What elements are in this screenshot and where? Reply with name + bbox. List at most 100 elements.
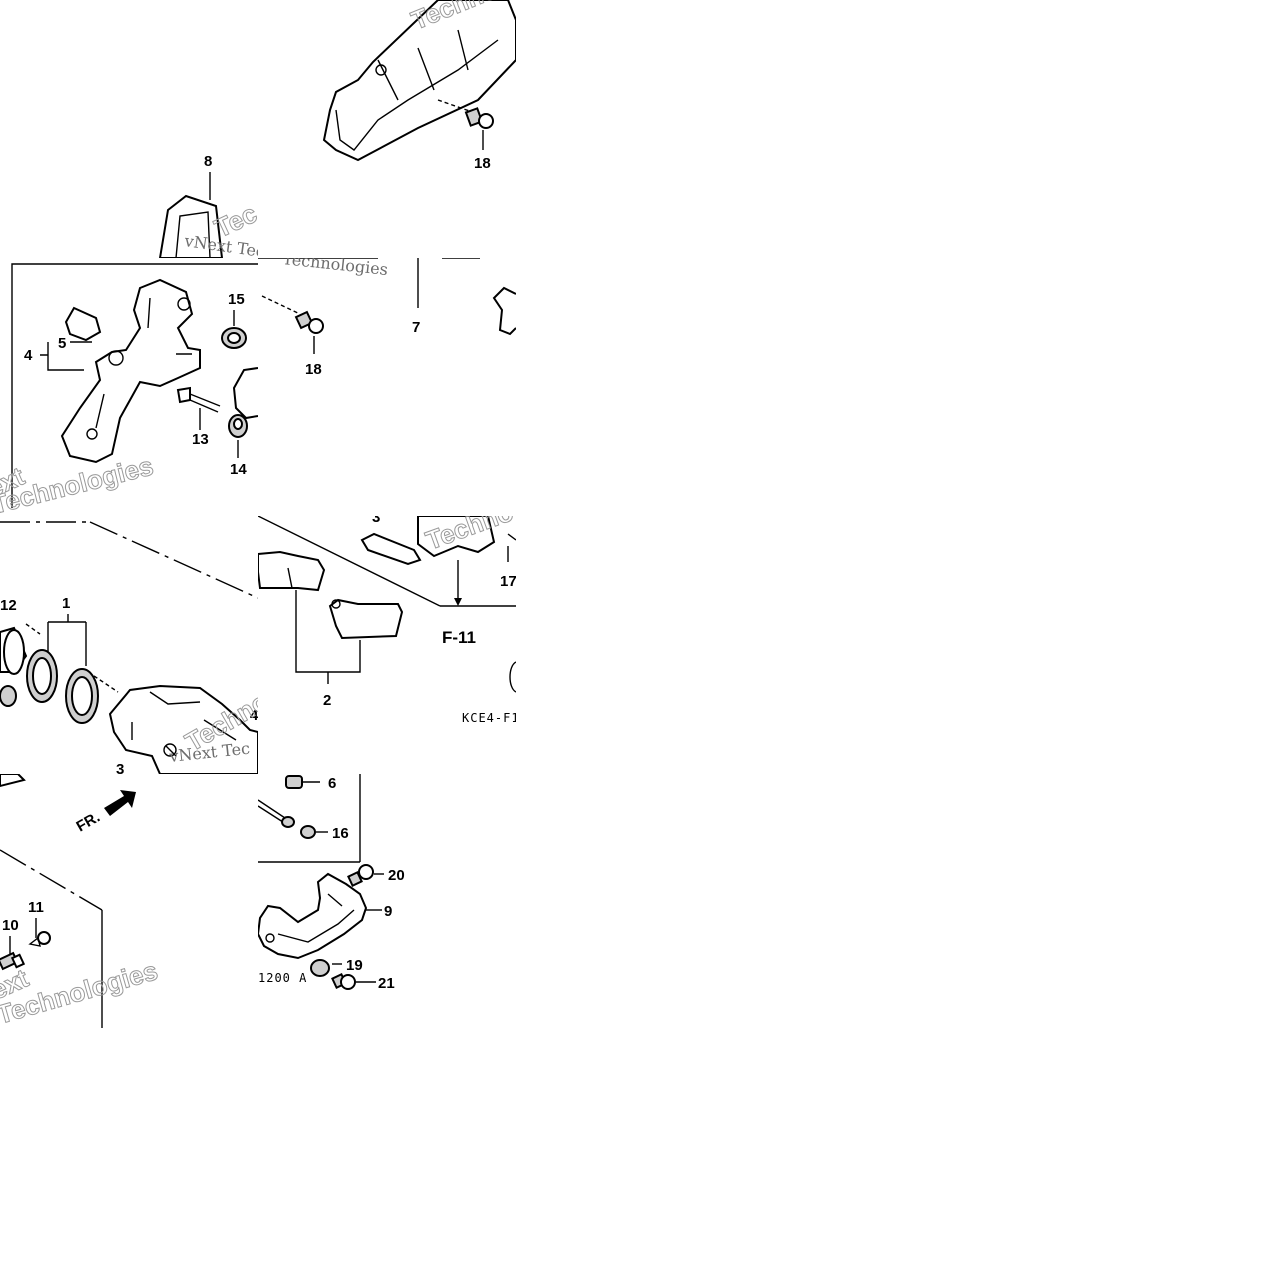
callout-12: 12 [0, 597, 17, 614]
caliper-guard-9-rib [277, 893, 355, 943]
callout-18b: 18 [305, 361, 322, 378]
watermark-w5: Technologies [0, 451, 156, 516]
front-arrow-icon [104, 790, 136, 816]
piston-axis-2 [93, 675, 119, 693]
callout-7: 7 [412, 319, 420, 336]
callout-9: 9 [384, 903, 392, 920]
caliper-body-hole [163, 743, 177, 757]
diagram-tile-bracket: 5 4 15 13 14 ext [0, 258, 258, 516]
hose-clamp-edge [492, 286, 516, 336]
brake-pad-2b [328, 598, 404, 640]
callout-4b: 4 [250, 707, 258, 724]
callout-18a: 18 [474, 155, 491, 172]
bolt-20 [347, 864, 374, 887]
collar-19 [310, 959, 330, 977]
frame-dash-diagonal [89, 521, 258, 599]
callout-2-bracket [295, 590, 361, 684]
callout-6: 6 [328, 775, 336, 792]
cover-rib [377, 29, 469, 101]
ref-label: F-11 [442, 628, 476, 647]
bracket-inner-rib [95, 297, 192, 429]
frame-border-bracket [11, 263, 258, 508]
bolt-18-top [464, 107, 494, 129]
caliper-guard-top [158, 194, 224, 258]
callout-20: 20 [388, 867, 405, 884]
seal-ring-1a-inner [32, 657, 52, 695]
diagram-tile-pads: 3 17 F-11 2 KCE4-F1 Techno [258, 516, 516, 774]
bracket-pivot-hole [108, 350, 124, 366]
cover-inner-edge [335, 39, 499, 151]
cover-bolt-hole [375, 64, 387, 76]
caliper-body-3 [108, 684, 258, 774]
diagram-tile-top: 18 Techno [258, 0, 516, 258]
diagram-tile-bleeder: FR. 10 11 ext Technologies [0, 774, 258, 1032]
bracket-pin-hole [177, 297, 191, 311]
callout-17-lead [507, 533, 516, 541]
front-direction-indicator: FR. [74, 790, 136, 836]
bracket-lower-hole [86, 428, 98, 440]
brake-pad-2a-split [287, 567, 293, 589]
callout-3a: 3 [116, 761, 124, 774]
callout-2: 2 [323, 692, 331, 709]
code-label-b: 1200 A [258, 971, 307, 985]
callout-17: 17 [500, 573, 516, 590]
diagram-tile-mid-right: 18 7 Technologies [258, 258, 516, 516]
piston-edge [232, 367, 258, 420]
diagram-tile-upper-left: 8 vNext Tec Tec [0, 0, 258, 258]
piston-axis-1 [25, 623, 41, 635]
callout-16: 16 [332, 825, 349, 842]
bolt-18b-leader [261, 295, 301, 315]
frame-diagonal-pads [258, 516, 441, 607]
tile-top-drawing: 18 Techno [322, 0, 516, 172]
watermark-w9: Technologies [282, 258, 389, 279]
diagram-tile-caliper: 12 1 3 4 vNext Tec Technologies [0, 516, 258, 774]
disc-edge [509, 661, 516, 693]
bolt-18-mid [294, 310, 324, 334]
frame-dash-lower [0, 849, 103, 911]
tile-guard-drawing: 6 16 20 9 19 21 [258, 774, 405, 992]
caliper-slider-top [417, 516, 496, 558]
pad-spring-3 [360, 532, 422, 566]
pad-spring-clip [64, 306, 102, 342]
tile-bleeder-drawing: FR. 10 11 ext Technologies [0, 774, 161, 1030]
tile-caliper-drawing: 12 1 3 4 vNext Tec Technologies [0, 521, 258, 774]
seal-ring-1b-inner [71, 676, 93, 716]
callout-19: 19 [346, 957, 363, 974]
caliper-guard-edge [175, 211, 211, 258]
callout-1-bracket [47, 614, 87, 666]
callout-10: 10 [2, 917, 19, 934]
bleeder-cap-11 [28, 931, 51, 947]
pin-bolt-13 [176, 386, 221, 413]
caliper-guard-9 [258, 872, 368, 960]
tile-upper-left-drawing: 8 vNext Tec Tec [158, 153, 258, 258]
callout-5: 5 [58, 335, 66, 352]
ref-arrow-head [454, 598, 462, 606]
chain-guard-cover [322, 0, 516, 162]
guard-hole [265, 933, 275, 943]
piston-12-face [3, 629, 25, 675]
caliper-body-tail [0, 774, 26, 788]
bleeder-valve-10 [0, 951, 26, 971]
brake-pad-2b-tab [331, 599, 341, 609]
boot-15 [221, 327, 247, 349]
boot-16 [300, 825, 316, 839]
tile-mid-right-drawing: 18 7 Technologies [258, 258, 516, 378]
callout-4a: 4 [24, 347, 33, 364]
boot-14 [228, 414, 248, 438]
code-label-a: KCE4-F1 [462, 711, 516, 725]
callout-14: 14 [230, 461, 247, 478]
front-label: FR. [74, 809, 103, 836]
tile-pads-drawing: 3 17 F-11 2 KCE4-F1 Techno [258, 516, 516, 725]
callout-13: 13 [192, 431, 209, 448]
callout-4a-bracket [40, 342, 84, 371]
callout-8: 8 [204, 153, 212, 170]
callout-15: 15 [228, 291, 245, 308]
brake-pad-2a [258, 550, 326, 592]
slide-pin-boot [281, 816, 295, 828]
bolt-21 [331, 973, 356, 990]
diagram-tile-guard: 6 16 20 9 19 21 [258, 774, 516, 1032]
callout-21: 21 [378, 975, 395, 992]
callout-1: 1 [62, 595, 70, 612]
piston-12-boot [0, 685, 17, 707]
